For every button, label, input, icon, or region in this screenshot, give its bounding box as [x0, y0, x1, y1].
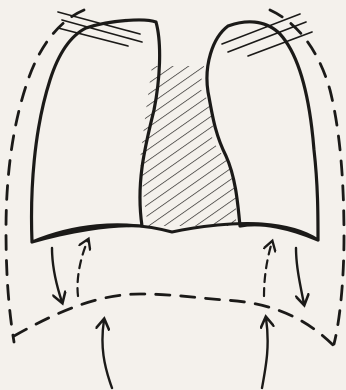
solid-down-arrows — [52, 248, 304, 304]
dashed-chest-wall-right — [270, 10, 344, 344]
dashed-chest-wall-left — [6, 10, 84, 342]
solid-bottom-up-arrows — [102, 318, 267, 388]
left-lung-outline-solid — [32, 20, 160, 242]
dashed-up-arrows — [77, 240, 272, 296]
trachea-lines — [58, 12, 312, 56]
